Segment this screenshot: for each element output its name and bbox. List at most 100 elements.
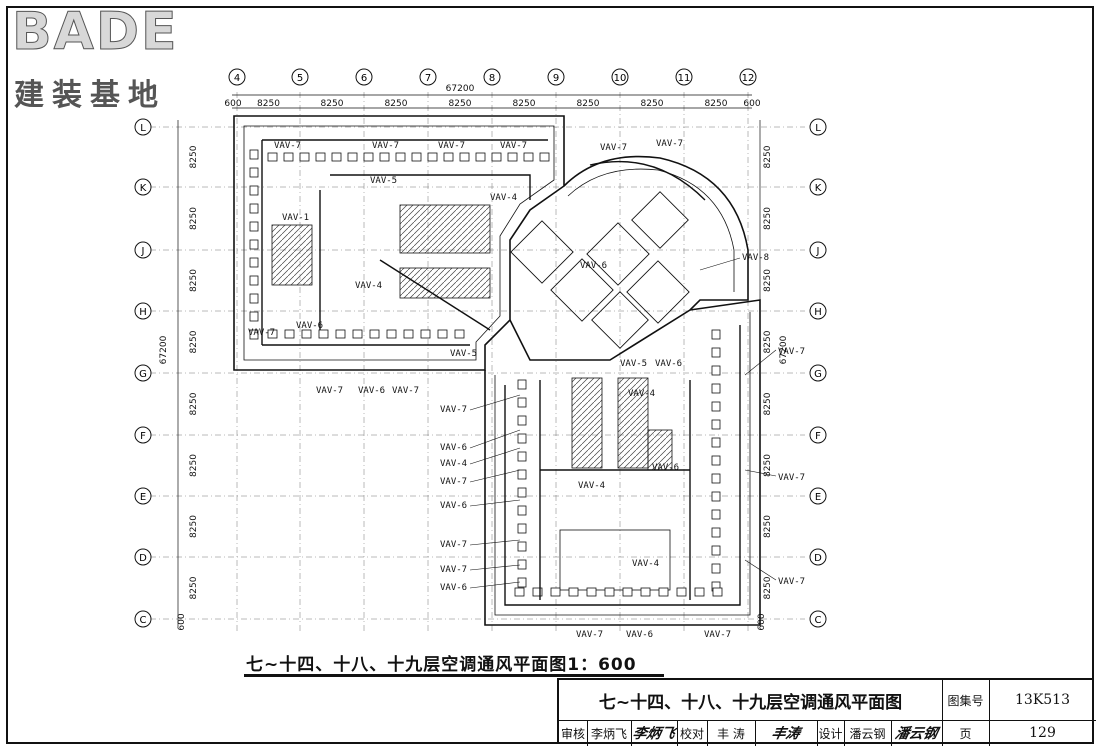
axis-bubble-J-r: J xyxy=(809,241,827,259)
terminal-unit xyxy=(517,541,527,552)
axis-bubble-6: 6 xyxy=(355,68,373,86)
vav-label: VAV-7 xyxy=(576,630,603,640)
terminal-unit xyxy=(331,152,342,162)
checker-signature: 丰涛 xyxy=(770,726,802,742)
svg-text:10: 10 xyxy=(614,73,627,84)
drawing-name: 七~十四、十八、十九层空调通风平面图 xyxy=(598,692,903,713)
terminal-unit xyxy=(267,329,278,339)
svg-text:H: H xyxy=(814,307,822,318)
top-segment-dim: 8250 xyxy=(641,99,664,109)
terminal-unit xyxy=(249,185,259,196)
vav-label: VAV-7 xyxy=(778,347,805,357)
axis-bubble-G-r: G xyxy=(809,364,827,382)
terminal-unit xyxy=(711,383,721,394)
top-segment-dim: 8250 xyxy=(385,99,408,109)
core-stair-west xyxy=(271,224,313,286)
vav-label: VAV-7 xyxy=(500,141,527,151)
curved-wing-inner xyxy=(567,168,735,292)
axis-bubble-H-r: H xyxy=(809,302,827,320)
terminal-unit xyxy=(249,293,259,304)
top-segment-dim: 8250 xyxy=(257,99,280,109)
vav-label: VAV-6 xyxy=(440,443,467,453)
right-segment-dim: 8250 xyxy=(763,269,773,292)
terminal-unit xyxy=(379,152,390,162)
terminal-unit xyxy=(711,491,721,502)
terminal-unit xyxy=(517,451,527,462)
terminal-unit xyxy=(386,329,397,339)
terminal-unit xyxy=(517,415,527,426)
svg-text:8: 8 xyxy=(489,73,495,84)
terminal-unit xyxy=(249,221,259,232)
atlas-number: 13K513 xyxy=(1015,692,1070,708)
terminal-unit xyxy=(711,563,721,574)
axis-bubble-L-r: L xyxy=(809,118,827,136)
check-label: 校对 xyxy=(679,726,704,741)
leader-line xyxy=(469,564,521,571)
core-south-left xyxy=(571,377,603,469)
vav-label: VAV-4 xyxy=(628,389,655,399)
axis-bubble-K-l: K xyxy=(134,178,152,196)
terminal-unit xyxy=(335,329,346,339)
terminal-unit xyxy=(352,329,363,339)
edge-dim-left: 600 xyxy=(177,613,187,630)
terminal-unit xyxy=(676,587,687,597)
core-south-right xyxy=(617,377,649,469)
vav-label: VAV-6 xyxy=(655,359,682,369)
vav-label: VAV-4 xyxy=(355,281,382,291)
axis-bubble-11: 11 xyxy=(675,68,693,86)
svg-text:J: J xyxy=(816,246,820,257)
top-segment-dim: 600 xyxy=(743,99,760,109)
edge-dim-right: 600 xyxy=(757,613,767,630)
terminal-unit xyxy=(249,203,259,214)
top-segment-dim: 8250 xyxy=(577,99,600,109)
axis-bubble-G-l: G xyxy=(134,364,152,382)
terminal-unit xyxy=(532,587,543,597)
svg-text:C: C xyxy=(815,615,822,626)
terminal-unit xyxy=(712,587,723,597)
terminal-unit xyxy=(711,401,721,412)
vav-label: VAV-7 xyxy=(440,565,467,575)
terminal-unit xyxy=(517,487,527,498)
vav-label: VAV-4 xyxy=(490,193,517,203)
svg-text:E: E xyxy=(815,492,821,503)
duct-runs xyxy=(261,139,741,606)
left-segment-dim: 8250 xyxy=(189,392,199,415)
terminal-unit xyxy=(403,329,414,339)
left-segment-dim: 8250 xyxy=(189,269,199,292)
axis-bubble-7: 7 xyxy=(419,68,437,86)
axis-bubble-9: 9 xyxy=(547,68,565,86)
terminal-unit xyxy=(454,329,465,339)
axis-bubble-8: 8 xyxy=(483,68,501,86)
terminal-unit xyxy=(249,329,259,340)
terminal-unit xyxy=(694,587,705,597)
vav-label: VAV-6 xyxy=(626,630,653,640)
terminal-unit xyxy=(568,587,579,597)
bade-logo: BADE 建装基地 xyxy=(8,2,213,114)
vav-label: VAV-7 xyxy=(656,139,683,149)
svg-text:F: F xyxy=(140,431,146,442)
logo-word: BADE xyxy=(12,2,179,63)
terminal-unit xyxy=(514,587,525,597)
terminal-unit xyxy=(249,149,259,160)
west-wing-inner-wall xyxy=(243,125,555,361)
plan-title-underline xyxy=(244,674,664,677)
designer-name: 潘云钢 xyxy=(849,726,886,741)
leader-line xyxy=(744,469,777,477)
vav-label: VAV-6 xyxy=(440,501,467,511)
terminal-unit xyxy=(517,379,527,390)
terminal-unit xyxy=(711,527,721,538)
terminal-unit xyxy=(507,152,518,162)
vav-label: VAV-4 xyxy=(578,481,605,491)
right-segment-dim: 8250 xyxy=(763,454,773,477)
axis-bubble-L-l: L xyxy=(134,118,152,136)
terminal-unit xyxy=(517,523,527,534)
top-segment-dim: 600 xyxy=(224,99,241,109)
right-segment-dim: 8250 xyxy=(763,515,773,538)
vav-label: VAV-4 xyxy=(632,559,659,569)
right-segment-dim: 8250 xyxy=(763,330,773,353)
svg-text:D: D xyxy=(139,553,147,564)
vav-label: VAV-7 xyxy=(440,405,467,415)
svg-text:9: 9 xyxy=(553,73,559,84)
